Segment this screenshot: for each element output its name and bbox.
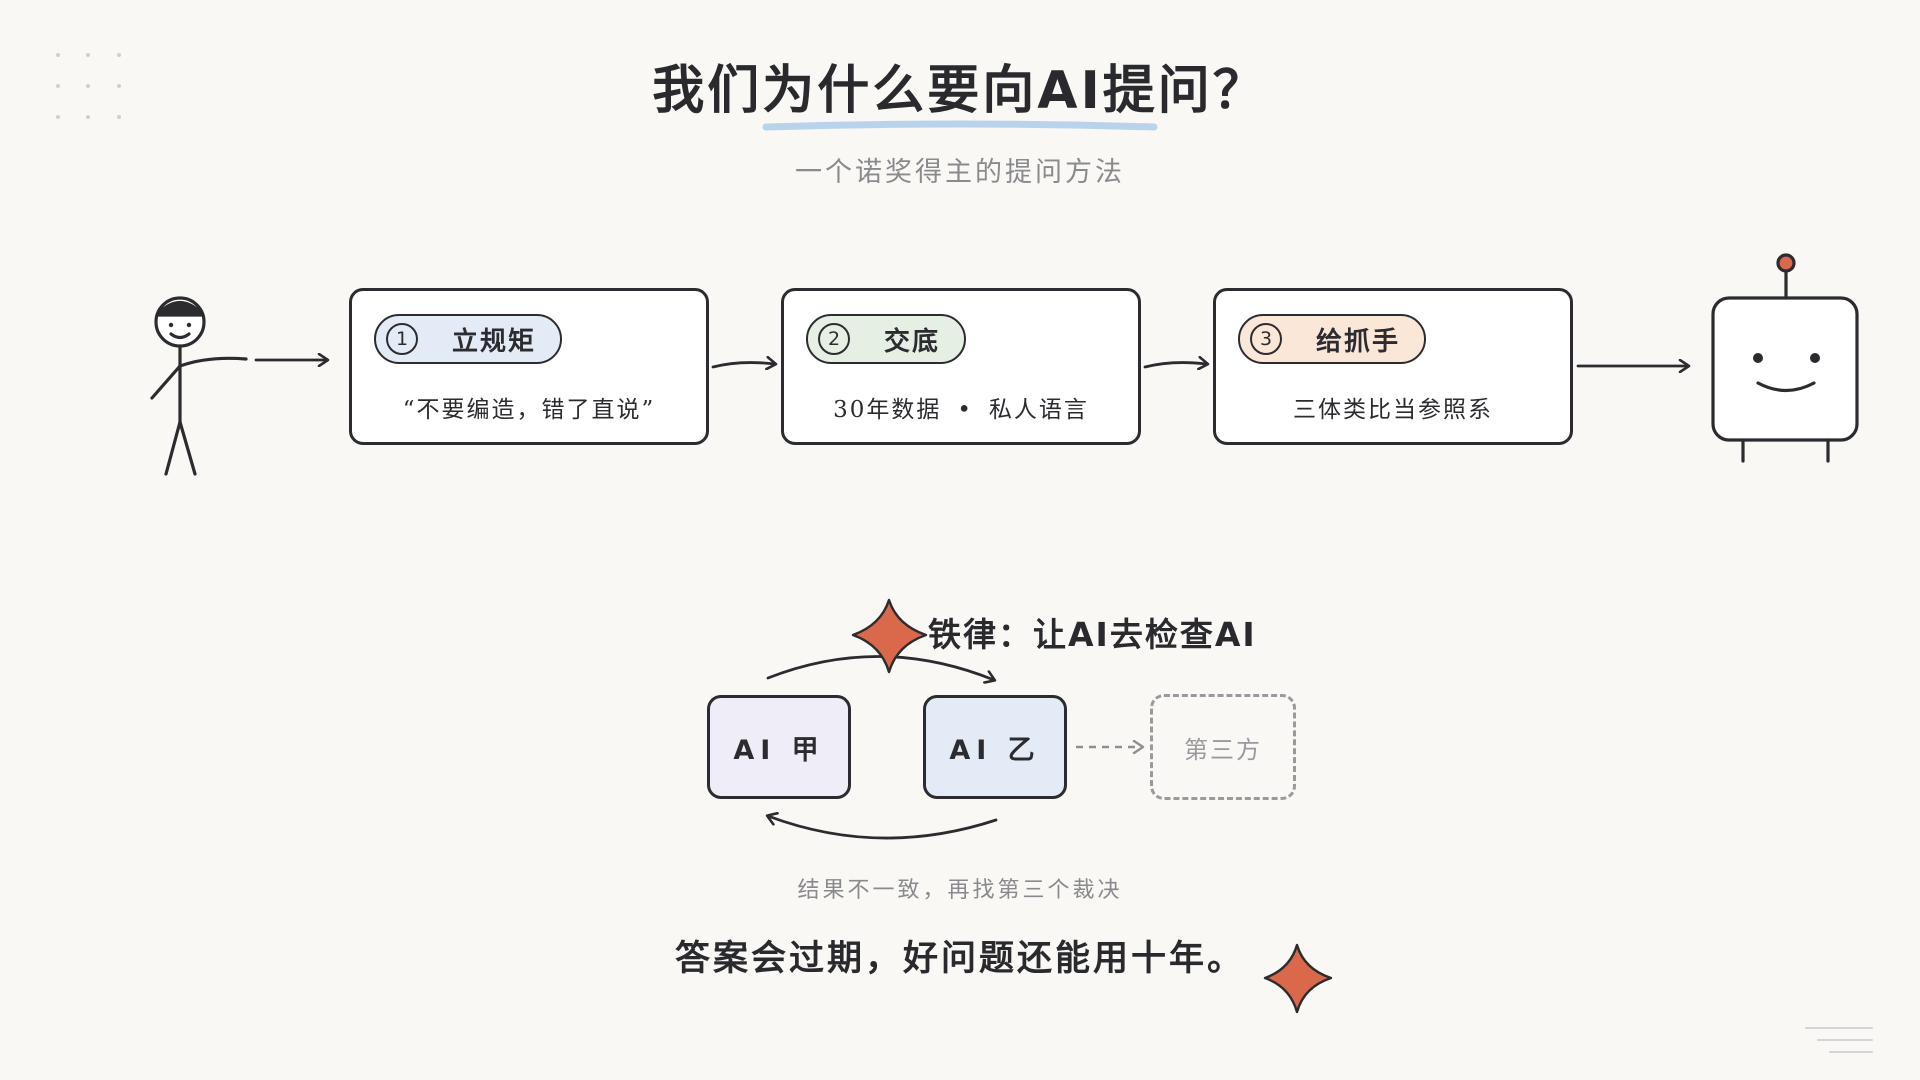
step-card-2: 2 交底 30年数据 • 私人语言 (781, 288, 1141, 445)
step-description-2-part-1: 30年数据 (833, 397, 942, 423)
ai-b-box: AI 乙 (923, 695, 1067, 799)
flow-arrows (254, 360, 1688, 367)
page-subtitle: 一个诺奖得主的提问方法 (795, 157, 1125, 188)
step-number-3: 3 (1250, 323, 1282, 355)
star-icon (851, 598, 928, 674)
step-label-2: 交底 (884, 326, 941, 357)
step-card-1: 1 立规矩 “不要编造，错了直说” (349, 288, 709, 445)
step-pill-3: 3 给抓手 (1238, 314, 1427, 364)
star-icon (1263, 943, 1333, 1014)
arbitration-note: 结果不一致，再找第三个裁决 (797, 878, 1123, 903)
step-number-1: 1 (386, 323, 418, 355)
third-party-box: 第三方 (1150, 694, 1296, 800)
title-underline (762, 120, 1158, 131)
step-card-3: 3 给抓手 三体类比当参照系 (1213, 288, 1573, 445)
closing-statement: 答案会过期，好问题还能用十年。 (674, 939, 1245, 979)
page-title: 我们为什么要向AI提问？ (652, 61, 1268, 121)
step-pill-2: 2 交底 (806, 314, 967, 364)
rule-heading: 铁律：让AI去检查AI (928, 615, 1257, 654)
ai-a-box: AI 甲 (707, 695, 851, 799)
step-label-3: 给抓手 (1316, 326, 1401, 357)
robot-icon (1711, 253, 1859, 463)
step-description-2-part-2: 私人语言 (988, 397, 1089, 423)
step-number-2: 2 (818, 323, 850, 355)
person-icon (150, 296, 248, 476)
step-description-1: “不要编造，错了直说” (402, 397, 656, 423)
dot-grid-decoration (56, 53, 121, 119)
lines-decoration (1805, 1027, 1873, 1053)
step-description-2: 30年数据 • 私人语言 (784, 390, 1138, 424)
step-description-3: 三体类比当参照系 (1293, 397, 1493, 423)
step-pill-1: 1 立规矩 (374, 314, 563, 364)
step-label-1: 立规矩 (452, 326, 537, 357)
separator-dot: • (957, 397, 973, 423)
